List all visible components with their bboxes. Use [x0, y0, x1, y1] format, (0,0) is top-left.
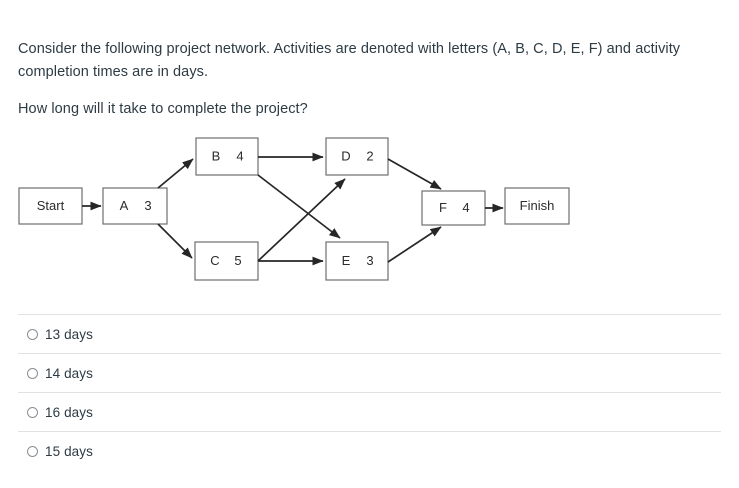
node-b-label: B: [212, 148, 221, 163]
edge-b-to-e: [257, 174, 341, 239]
node-a: A 3: [102, 187, 168, 225]
node-finish: Finish: [504, 187, 570, 225]
answer-option-label-2: 16 days: [45, 404, 93, 420]
node-e: E 3: [325, 241, 389, 281]
node-f-duration: 4: [462, 200, 469, 215]
answer-option-2[interactable]: 16 days: [18, 392, 721, 431]
node-e-label: E: [342, 253, 351, 268]
edge-d-to-f: [387, 158, 442, 190]
node-b-duration: 4: [236, 148, 243, 163]
node-d-duration: 2: [366, 148, 373, 163]
edge-e-to-f: [387, 226, 442, 263]
answer-option-label-0: 13 days: [45, 326, 93, 342]
answer-option-0[interactable]: 13 days: [18, 314, 721, 353]
edge-a-to-c: [157, 223, 193, 259]
node-c-duration: 5: [234, 253, 241, 268]
question-paragraph-1: Consider the following project network. …: [18, 41, 681, 80]
question-stem: Consider the following project network. …: [18, 38, 708, 121]
radio-button-icon-2[interactable]: [27, 406, 38, 418]
node-c: C 5: [194, 241, 259, 281]
answer-option-label-3: 15 days: [45, 443, 93, 459]
node-d: D 2: [325, 137, 389, 176]
answer-option-1[interactable]: 14 days: [18, 353, 721, 392]
node-f: F 4: [421, 190, 486, 226]
node-a-duration: 3: [144, 198, 151, 213]
node-c-label: C: [210, 253, 219, 268]
node-start-label: Start: [37, 198, 65, 213]
node-b: B 4: [195, 137, 259, 176]
node-d-label: D: [341, 148, 350, 163]
radio-button-icon-3[interactable]: [27, 445, 38, 457]
question-paragraph-2: How long will it take to complete the pr…: [18, 101, 308, 117]
radio-button-icon-1[interactable]: [27, 367, 38, 379]
answer-options-list: 13 days 14 days 16 days 15 days: [0, 314, 739, 470]
node-start: Start: [18, 187, 83, 225]
node-a-label: A: [120, 198, 129, 213]
node-finish-label: Finish: [520, 198, 555, 213]
node-e-duration: 3: [366, 253, 373, 268]
radio-button-icon-0[interactable]: [27, 328, 38, 340]
answer-option-label-1: 14 days: [45, 365, 93, 381]
edge-c-to-d: [257, 178, 346, 262]
answer-option-3[interactable]: 15 days: [18, 431, 721, 470]
node-f-label: F: [439, 200, 447, 215]
project-network-diagram: Start A 3 B 4 C 5 D 2 E 3: [0, 128, 600, 298]
edge-a-to-b: [157, 158, 194, 189]
